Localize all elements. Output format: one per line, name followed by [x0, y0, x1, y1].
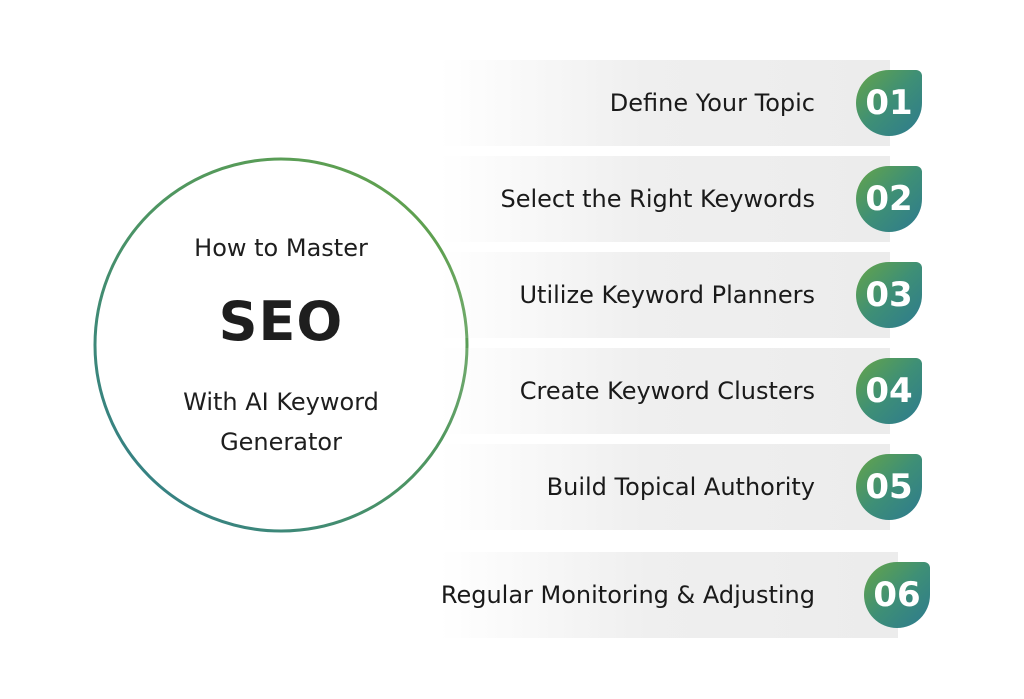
center-heading: How to Master: [194, 234, 368, 262]
step-label: Utilize Keyword Planners: [519, 281, 815, 309]
step-label: Select the Right Keywords: [500, 185, 815, 213]
step-5: Build Topical Authority 05: [440, 444, 940, 530]
step-number-badge: 04: [856, 358, 922, 424]
step-3: Utilize Keyword Planners 03: [440, 252, 940, 338]
step-label: Create Keyword Clusters: [519, 377, 815, 405]
step-label: Build Topical Authority: [546, 473, 815, 501]
circle-outline: [93, 157, 469, 533]
step-band: [440, 252, 890, 338]
center-text-block: How to Master SEO With AI Keyword Genera…: [92, 156, 470, 534]
step-number-badge: 05: [856, 454, 922, 520]
step-number-badge: 01: [856, 70, 922, 136]
step-band: [440, 552, 898, 638]
step-4: Create Keyword Clusters 04: [440, 348, 940, 434]
step-band: [440, 156, 890, 242]
step-1: Define Your Topic 01: [440, 60, 940, 146]
center-title: SEO: [218, 290, 344, 353]
step-number-badge: 06: [864, 562, 930, 628]
step-label: Regular Monitoring & Adjusting: [440, 581, 815, 609]
step-number-badge: 02: [856, 166, 922, 232]
step-band: [440, 348, 890, 434]
step-number-badge: 03: [856, 262, 922, 328]
step-band: [440, 60, 890, 146]
step-band: [440, 444, 890, 530]
step-label: Define Your Topic: [609, 89, 815, 117]
center-subheading: With AI Keyword Generator: [183, 388, 379, 456]
step-2: Select the Right Keywords 02: [440, 156, 940, 242]
step-6: Regular Monitoring & Adjusting 06: [440, 552, 950, 638]
center-circle: How to Master SEO With AI Keyword Genera…: [92, 156, 470, 534]
